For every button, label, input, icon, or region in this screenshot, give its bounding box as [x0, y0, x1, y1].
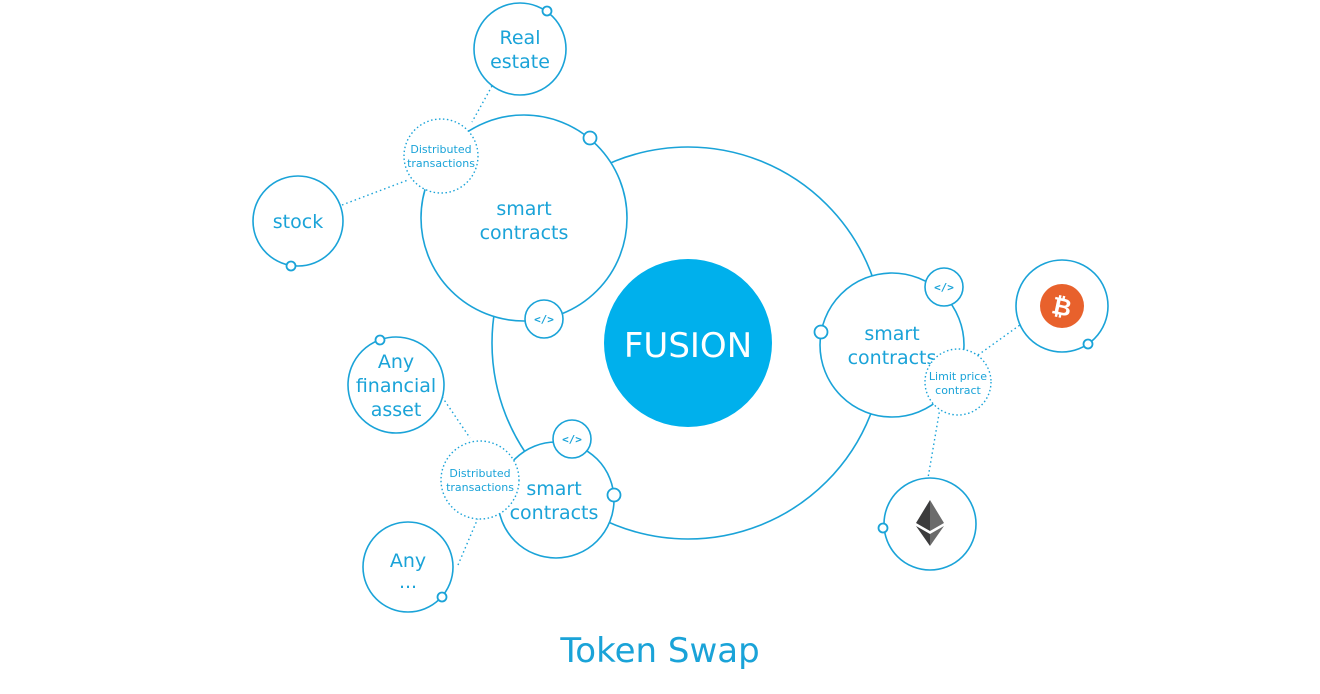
hub-distributed-transactions-bottom: Distributed transactions: [440, 440, 520, 520]
fusion-label: FUSION: [624, 326, 752, 366]
hub-distributed-transactions-top: Distributed transactions: [403, 118, 479, 194]
svg-text:Distributed: Distributed: [410, 143, 471, 156]
stock-label: stock: [273, 211, 323, 233]
smart-contracts-right-line-2: contracts: [848, 347, 937, 369]
any-other-connector: [436, 591, 448, 603]
node-bitcoin: ₿: [1015, 259, 1109, 353]
bitcoin-connector: [1082, 338, 1094, 350]
real-estate-line-1: Real: [500, 27, 541, 49]
smart-contracts-top-line-2: contracts: [480, 222, 569, 244]
svg-text:transactions: transactions: [446, 481, 514, 494]
code-icon-top: </>: [524, 299, 564, 339]
smart-contracts-bottom-line-1: smart: [526, 478, 581, 500]
svg-text:Distributed: Distributed: [449, 467, 510, 480]
any-other-line-2: ...: [399, 571, 417, 593]
node-any-other: Any ...: [362, 521, 454, 613]
smart-contracts-right-connector: [813, 324, 829, 340]
svg-text:</>: </>: [562, 433, 582, 446]
node-ethereum: [877, 477, 977, 571]
svg-text:</>: </>: [934, 281, 954, 294]
smart-contracts-bottom: smart contracts: [497, 441, 622, 559]
diagram-title: Token Swap: [559, 631, 759, 671]
any-financial-asset-line-1: Any: [378, 351, 414, 373]
any-other-line-1: Any: [390, 550, 426, 572]
bitcoin-icon: [1040, 284, 1084, 328]
fusion-center: FUSION: [604, 259, 772, 427]
any-financial-asset-line-3: asset: [371, 399, 422, 421]
smart-contracts-bottom-connector: [606, 487, 622, 503]
any-financial-asset-line-2: financial: [356, 375, 436, 397]
stock-connector: [285, 260, 297, 272]
smart-contracts-top-connector: [582, 130, 598, 146]
smart-contracts-bottom-line-2: contracts: [510, 502, 599, 524]
ethereum-icon: [916, 500, 944, 546]
ethereum-connector: [877, 522, 889, 534]
real-estate-line-2: estate: [490, 51, 550, 73]
hub-limit-price-contract: Limit price contract: [924, 348, 992, 416]
node-stock: stock: [252, 175, 344, 272]
svg-text:contract: contract: [935, 384, 981, 397]
node-any-financial-asset: Any financial asset: [347, 334, 445, 434]
svg-text:</>: </>: [534, 313, 554, 326]
smart-contracts-top-line-1: smart: [496, 198, 551, 220]
code-icon-bottom: </>: [552, 419, 592, 459]
connector-lines: [341, 85, 1021, 566]
svg-text:Limit price: Limit price: [929, 370, 987, 383]
code-icon-right: </>: [924, 267, 964, 307]
any-financial-asset-connector: [374, 334, 386, 346]
smart-contracts-right-line-1: smart: [864, 323, 919, 345]
svg-text:transactions: transactions: [407, 157, 475, 170]
node-real-estate: Real estate: [473, 2, 567, 96]
real-estate-connector: [541, 5, 553, 17]
